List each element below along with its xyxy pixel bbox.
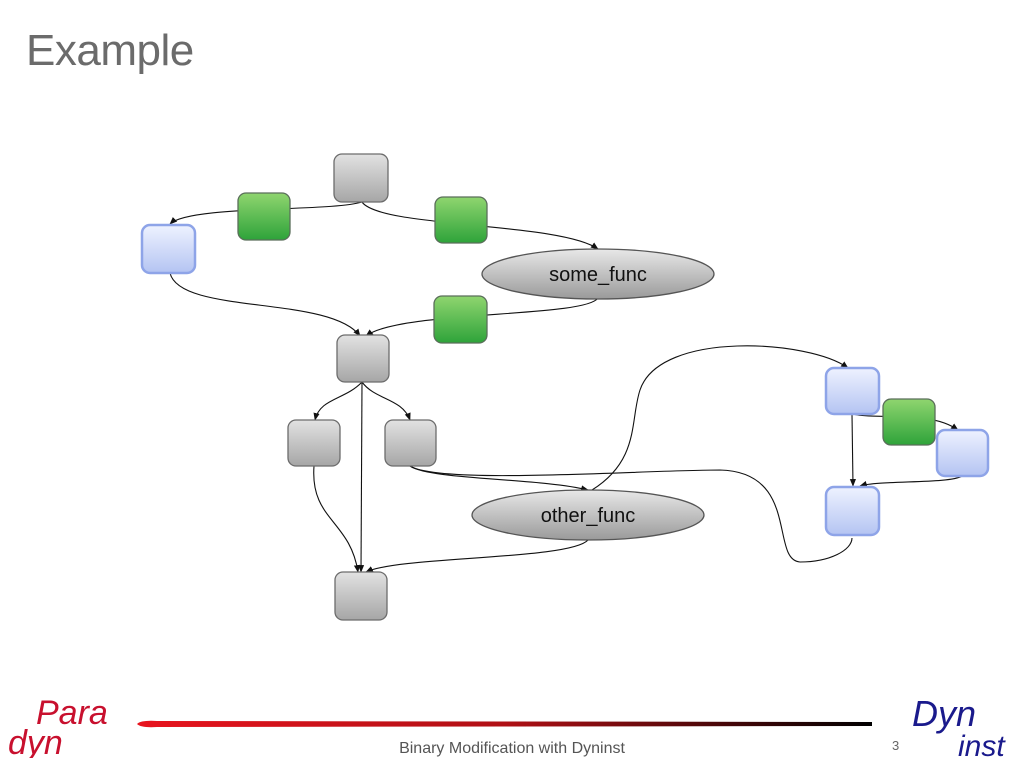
edge-right-child-to-reloc-bottom xyxy=(409,465,853,563)
page-number: 3 xyxy=(892,738,900,753)
edge-merge-to-bottom xyxy=(357,381,365,573)
relocated-block-top xyxy=(824,366,881,416)
edge-other-func-to-bottom xyxy=(365,539,589,573)
instrumentation-block-4 xyxy=(882,398,936,446)
basic-block-left-child xyxy=(287,419,341,467)
edge-reloc-right-to-reloc-bottom xyxy=(859,475,963,487)
some-func-label: some_func xyxy=(549,264,647,286)
dyninst-logo-bottom: inst xyxy=(958,730,1006,762)
edge-reloc-to-other-func xyxy=(591,345,849,491)
instrumentation-block-3 xyxy=(433,295,488,344)
footer-gradient-bar xyxy=(137,720,872,728)
paradyn-logo-top: Para xyxy=(36,694,108,732)
instrumentation-block-2 xyxy=(434,196,488,244)
basic-blocks xyxy=(287,153,437,621)
relocated-block-right xyxy=(935,428,990,478)
slide-footer: Binary Modification with Dyninst xyxy=(399,740,625,757)
relocated-block-left xyxy=(140,223,197,275)
edge-left-child-to-bottom xyxy=(313,465,360,573)
function-nodes: some_func other_func xyxy=(471,248,715,541)
control-flow-diagram: some_func other_func xyxy=(140,153,990,621)
relocated-blocks xyxy=(140,223,990,537)
dyninst-logo: Dyn inst xyxy=(912,693,1006,762)
edge-some-func-to-merge xyxy=(365,297,599,337)
basic-block-entry xyxy=(333,153,389,203)
relocated-block-bottom xyxy=(824,485,881,537)
paradyn-logo-bottom: dyn xyxy=(8,724,63,758)
instrumentation-block-1 xyxy=(237,192,291,241)
paradyn-logo: Para dyn xyxy=(8,694,108,758)
edge-merge-to-left-child xyxy=(313,381,363,421)
edges xyxy=(169,201,963,573)
other-func-label: other_func xyxy=(541,505,636,527)
other-func-node xyxy=(471,489,705,541)
basic-block-right-child xyxy=(384,419,437,467)
basic-block-exit xyxy=(334,571,388,621)
instrumentation-blocks xyxy=(237,192,936,446)
edge-merge-to-right-child xyxy=(361,381,411,421)
basic-block-merge xyxy=(336,334,390,383)
edge-right-child-to-other-func xyxy=(409,465,589,492)
edge-reloc-top-to-reloc-bottom xyxy=(849,413,856,487)
slide-title: Example xyxy=(26,26,194,75)
dyninst-logo-top: Dyn xyxy=(912,693,976,734)
some-func-node xyxy=(481,248,715,300)
edge-left-block-to-merge xyxy=(169,272,361,337)
